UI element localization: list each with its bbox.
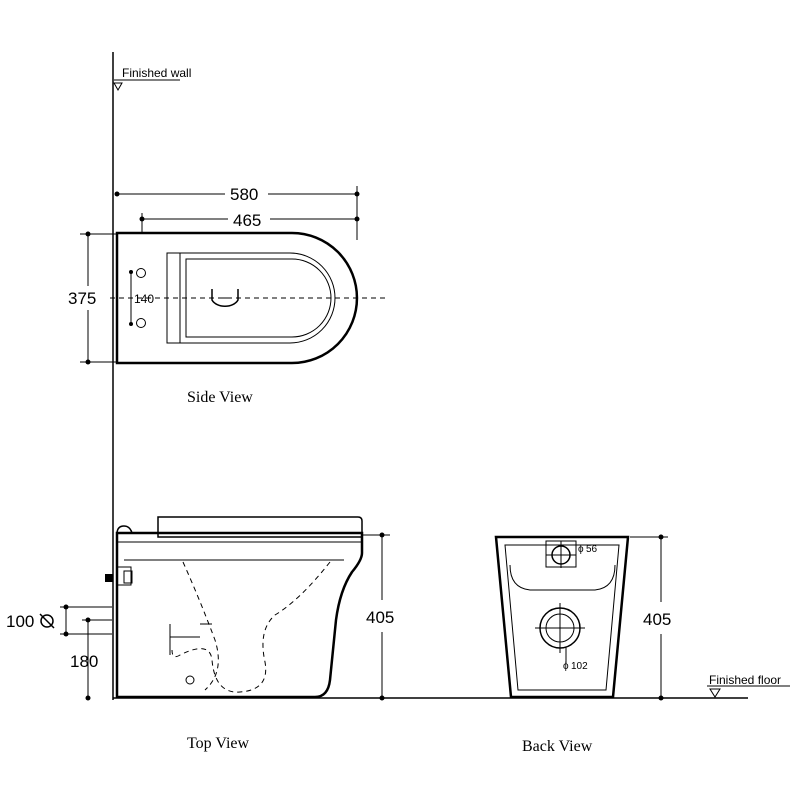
dim-580-dot-left <box>114 191 120 197</box>
outlet-pipe <box>169 623 212 655</box>
top-view-body-outline <box>115 531 364 699</box>
dim-375-text: 375 <box>68 289 96 308</box>
trap-dashed-inner <box>171 561 331 693</box>
wall-fitting <box>116 566 132 586</box>
dim-180-text: 180 <box>70 652 98 671</box>
inlet-dia-value: 56 <box>586 544 598 555</box>
back-view-upper-panel <box>509 564 616 591</box>
dim-100-dot-top <box>63 604 69 610</box>
wall-level-marker <box>113 82 123 92</box>
dim-180-dot-bottom <box>85 695 91 701</box>
dim-405-back-text: 405 <box>643 610 671 629</box>
floor-level-marker <box>709 688 721 698</box>
dim-180-dot-top <box>85 617 91 623</box>
top-view-caption: Top View <box>187 735 250 752</box>
wall-fitting-nut <box>105 574 113 582</box>
trap-dashed-outer <box>182 561 219 691</box>
top-view-wall-bump <box>116 525 133 535</box>
bolt-hole-top <box>136 268 146 278</box>
bolt-hole-bottom <box>136 318 146 328</box>
side-view-caption: Side View <box>187 389 253 406</box>
outlet-dia-text: ϕ <box>563 661 569 672</box>
inlet-dia-text: ϕ <box>578 544 584 555</box>
dim-405-back-dot-bottom <box>658 695 664 701</box>
bowl-plan-outline <box>115 231 359 365</box>
dim-465-dot-right <box>354 216 360 222</box>
back-view-caption: Back View <box>522 738 593 755</box>
dim-405-side-text: 405 <box>366 608 394 627</box>
bowl-plan-inner <box>166 252 336 344</box>
dim-100-text: 100 <box>6 612 34 631</box>
inlet-housing <box>545 540 577 568</box>
plan-outlet-symbol <box>211 289 239 307</box>
wall-fitting-box <box>123 570 133 584</box>
back-view-inner-outline <box>504 544 620 691</box>
dim-405-side-dot-bottom <box>379 695 385 701</box>
dim-580-text: 580 <box>230 185 258 204</box>
dim-100-dot-bottom <box>63 631 69 637</box>
outlet-dia-value: 102 <box>571 661 588 672</box>
bowl-plan-rim <box>185 258 332 338</box>
diameter-symbol-slash <box>39 613 55 629</box>
seat-lid <box>157 516 363 538</box>
diameter-symbol-circle <box>40 614 54 628</box>
back-view-outline <box>494 535 630 699</box>
finished-floor-label: Finished floor <box>709 673 781 687</box>
dim-140-text: 140 <box>134 292 154 306</box>
top-view-hole <box>185 675 195 685</box>
dim-465-text: 465 <box>233 211 261 230</box>
dim-405-back-dot-top <box>658 534 664 540</box>
dim-405-side-dot-top <box>379 532 385 538</box>
finished-wall-label: Finished wall <box>122 66 191 80</box>
